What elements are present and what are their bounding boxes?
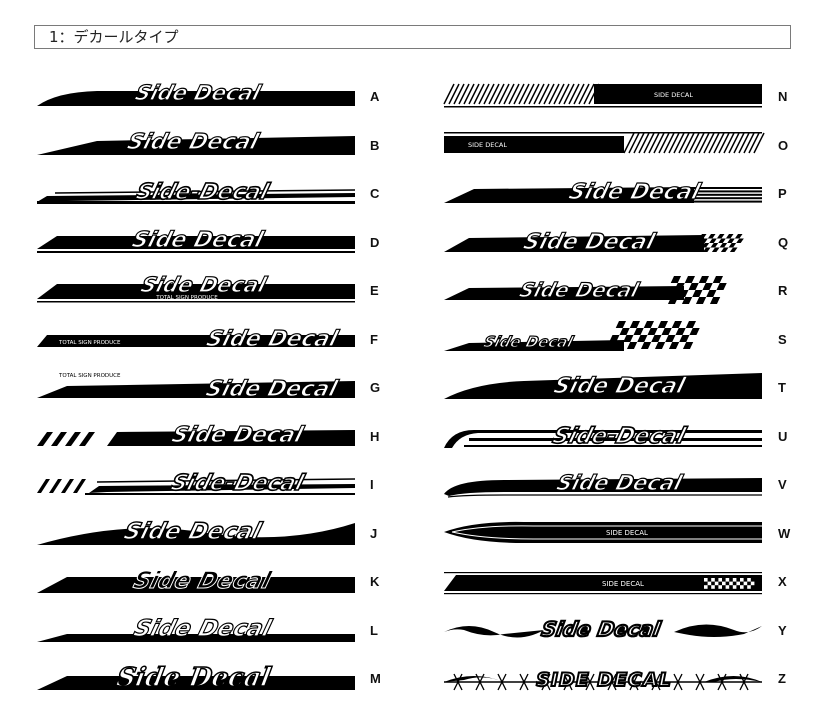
decal-graphic: TOTAL SIGN PRODUCE Side Decal xyxy=(37,325,355,352)
decal-graphic: Side Decal xyxy=(444,320,700,351)
decal-graphic: Side Decal xyxy=(37,128,355,155)
decal-text: SIDE DECAL xyxy=(536,669,672,691)
decal-text: Side Decal xyxy=(169,422,306,448)
decal-text: Side Decal xyxy=(540,617,664,641)
decal-text: Side Decal xyxy=(554,471,686,496)
decal-graphic: Side Decal xyxy=(444,373,762,399)
decal-letter: F xyxy=(370,331,378,347)
decal-letter: Q xyxy=(778,234,789,250)
decal-text: Side Decal xyxy=(131,614,275,642)
decal-text: Side Decal xyxy=(138,273,270,298)
decal-graphic: Side Decal xyxy=(37,566,355,594)
decal-text: Side Decal xyxy=(114,662,273,693)
decal-letter: P xyxy=(778,186,787,201)
decal-text: Side Decal xyxy=(203,376,340,402)
decal-text: SIDE DECAL xyxy=(468,141,507,149)
decal-letter: D xyxy=(370,234,380,250)
decal-text: Side Decal xyxy=(482,333,576,351)
decal-letter: G xyxy=(370,380,381,395)
decal-graphic: SIDE DECAL xyxy=(444,572,762,595)
decal-graphic: SIDE DECAL xyxy=(444,131,765,153)
decal-text: SIDE DECAL xyxy=(654,91,693,99)
decal-graphic: Side Decal xyxy=(444,276,727,304)
decal-text: Side-Decal xyxy=(133,179,272,205)
decal-graphic: Side Decal xyxy=(37,81,355,106)
decal-graphic: Side-Decal xyxy=(37,470,356,497)
decal-graphic: Side Decal xyxy=(37,226,355,253)
decal-text: SIDE DECAL xyxy=(602,580,644,588)
decal-text: Side Decal xyxy=(121,517,265,545)
decal-letter: O xyxy=(778,137,789,153)
section-title: 1：デカールタイプ xyxy=(34,25,791,49)
decal-letter: B xyxy=(370,137,380,153)
decal-subtext: TOTAL SIGN PRODUCE xyxy=(58,373,121,379)
decal-text: Side Decal xyxy=(517,278,643,302)
decal-letter: J xyxy=(370,525,378,541)
decal-letter: Y xyxy=(778,622,787,638)
decal-text: SIDE DECAL xyxy=(606,529,648,537)
decal-letter: L xyxy=(370,622,378,638)
decal-letter: U xyxy=(778,428,788,444)
decal-graphic: Side Decal xyxy=(444,616,762,642)
decal-letter: M xyxy=(370,671,381,686)
decal-letter: S xyxy=(778,331,787,347)
decal-graphic: Side Decal xyxy=(37,613,355,642)
decal-letter: W xyxy=(778,525,791,541)
decal-text: Side Decal xyxy=(204,326,341,352)
decal-letter: Z xyxy=(778,671,786,686)
decal-letter: T xyxy=(778,380,786,395)
decal-letter: V xyxy=(778,477,787,492)
decal-letter: E xyxy=(370,283,379,298)
decal-letter: H xyxy=(370,428,380,444)
decal-graphic: Side-Decal xyxy=(444,422,762,449)
decal-graphic: Side Decal xyxy=(444,179,762,205)
decal-text: Side Decal xyxy=(132,81,264,106)
decal-graphic: Side-Decal xyxy=(37,179,356,206)
decal-text: Side Decal xyxy=(521,229,658,255)
decal-subtext: TOTAL SIGN PRODUCE xyxy=(155,295,218,301)
decal-text: Side Decal xyxy=(124,129,261,155)
decal-graphic: SIDE DECAL xyxy=(443,83,762,108)
decal-graphic: Side Decal xyxy=(444,228,744,255)
decal-text: Side-Decal xyxy=(550,423,689,449)
decal-letter: R xyxy=(778,283,788,298)
decal-text: Side-Decal xyxy=(168,470,307,496)
decal-graphic: Side Decal xyxy=(37,661,355,694)
decal-letter: K xyxy=(370,574,380,589)
decal-letter: C xyxy=(370,186,380,201)
decal-letter: A xyxy=(370,89,380,104)
decal-letter: N xyxy=(778,89,788,104)
decal-text: Side Decal xyxy=(551,373,688,399)
decal-graphic: SIDE DECAL xyxy=(444,521,762,543)
decal-graphic: SIDE DECAL xyxy=(444,668,762,692)
decal-letter: I xyxy=(370,477,374,492)
decal-text: Side Decal xyxy=(131,566,275,594)
decal-graphic: Side Decal xyxy=(37,516,355,545)
decal-graphic: TOTAL SIGN PRODUCE Side Decal xyxy=(37,373,355,402)
decal-graphic: Side Decal xyxy=(444,471,762,498)
decal-subtext: TOTAL SIGN PRODUCE xyxy=(58,340,121,346)
decal-letter: X xyxy=(778,574,787,589)
decal-text: Side Decal xyxy=(129,227,266,253)
decal-graphic: Side Decal xyxy=(37,421,355,448)
decal-text: Side Decal xyxy=(566,179,703,205)
